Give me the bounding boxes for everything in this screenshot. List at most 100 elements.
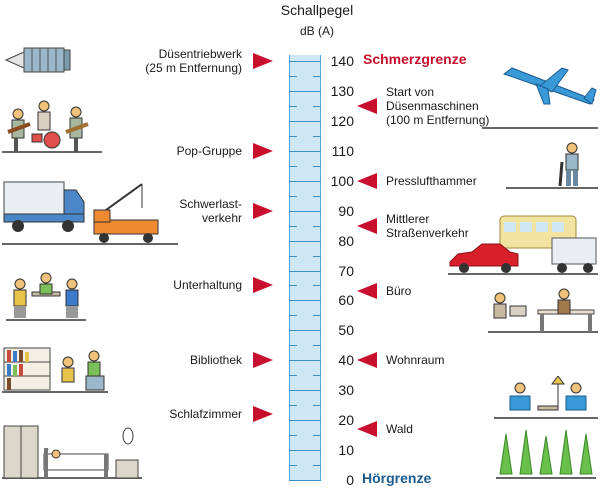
- scale-minor-tick: [313, 285, 321, 287]
- scale-tick: [289, 330, 321, 332]
- scale-minor-tick: [289, 75, 297, 77]
- scale-bar: [289, 55, 321, 480]
- scale-tick: [289, 300, 321, 302]
- scale-minor-tick: [313, 435, 321, 437]
- scale-minor-tick: [313, 465, 321, 467]
- chart-title: Schallpegel: [280, 2, 354, 18]
- left-marker: [253, 277, 273, 294]
- scale-tick: [289, 150, 321, 152]
- scale-tick: [289, 480, 321, 481]
- scale-tick: [289, 360, 321, 362]
- scale-minor-tick: [313, 105, 321, 107]
- scale-number: 80: [338, 232, 354, 249]
- right-label: Wohnraum: [386, 353, 445, 368]
- scale-minor-tick: [289, 195, 297, 197]
- scale-number: 90: [338, 202, 354, 219]
- scale-minor-tick: [313, 195, 321, 197]
- scale-number: 40: [338, 352, 354, 369]
- right-marker: [357, 217, 377, 234]
- left-marker: [253, 142, 273, 159]
- ground-line-plane: [482, 126, 598, 130]
- right-label: Mittlerer Straßenverkehr: [386, 211, 469, 240]
- left-label: Schlafzimmer: [169, 407, 242, 422]
- right-label: Büro: [386, 284, 412, 299]
- scale-minor-tick: [289, 165, 297, 167]
- scale-minor-tick: [289, 225, 297, 227]
- right-label: Start von Düsenmaschinen (100 m Entfernu…: [386, 84, 490, 127]
- right-marker: [357, 283, 377, 300]
- hearing-threshold-label: Hörgrenze: [362, 470, 432, 486]
- scale-tick: [289, 180, 321, 182]
- scale-minor-tick: [313, 375, 321, 377]
- library-icon: [2, 346, 108, 394]
- scale-minor-tick: [313, 405, 321, 407]
- scale-minor-tick: [289, 315, 297, 317]
- scale-tick: [289, 210, 321, 212]
- left-marker: [253, 202, 273, 219]
- scale-tick: [289, 120, 321, 122]
- band-icon: [2, 96, 102, 154]
- scale-tick: [289, 240, 321, 242]
- right-label: Presslufthammer: [386, 173, 477, 188]
- scale-tick: [289, 61, 321, 62]
- left-marker: [253, 352, 273, 369]
- scale-minor-tick: [313, 165, 321, 167]
- right-marker: [357, 172, 377, 189]
- scale-minor-tick: [289, 375, 297, 377]
- scale-number: 50: [338, 322, 354, 339]
- scale-minor-tick: [313, 345, 321, 347]
- scale-number: 140: [330, 53, 354, 69]
- scale-tick: [289, 450, 321, 452]
- left-marker: [253, 406, 273, 423]
- scale-minor-tick: [313, 225, 321, 227]
- scale-number: 130: [330, 82, 354, 99]
- jackhammer-icon: [506, 142, 598, 190]
- traffic-icon: [448, 214, 598, 276]
- scale-minor-tick: [289, 405, 297, 407]
- scale-minor-tick: [289, 135, 297, 137]
- right-label: Wald: [386, 422, 413, 437]
- scale-number: 110: [331, 142, 354, 159]
- left-label: Pop-Gruppe: [176, 143, 242, 158]
- scale-number: 30: [338, 382, 354, 399]
- office-icon: [488, 288, 598, 334]
- left-label: Schwerlast- verkehr: [179, 196, 242, 225]
- conversation-icon: [6, 270, 86, 322]
- scale-number: 10: [338, 442, 354, 459]
- scale-minor-tick: [289, 465, 297, 467]
- pain-threshold-label: Schmerzgrenze: [363, 51, 467, 67]
- airplane-icon: [500, 64, 598, 112]
- scale-minor-tick: [313, 135, 321, 137]
- scale-minor-tick: [313, 315, 321, 317]
- left-label: Unterhaltung: [173, 278, 242, 293]
- scale-number: 20: [338, 412, 354, 429]
- forest-icon: [496, 428, 596, 480]
- scale-tick: [289, 90, 321, 92]
- living-room-icon: [494, 376, 598, 420]
- scale-number: 120: [330, 112, 354, 129]
- left-marker: [253, 53, 273, 69]
- scale-number: 60: [338, 292, 354, 309]
- unit-label: dB (A): [299, 24, 334, 38]
- scale-minor-tick: [289, 345, 297, 347]
- left-label: Düsentriebwerk (25 m Entfernung): [145, 47, 242, 75]
- right-marker: [357, 421, 377, 438]
- left-label: Bibliothek: [189, 353, 242, 368]
- scale-minor-tick: [289, 285, 297, 287]
- scale-number: 70: [338, 262, 354, 279]
- jet-engine-icon: [4, 42, 72, 78]
- scale-minor-tick: [313, 75, 321, 77]
- scale-tick: [289, 270, 321, 272]
- scale-number: 0: [346, 472, 354, 488]
- right-marker: [357, 352, 377, 369]
- scale-minor-tick: [313, 255, 321, 257]
- scale-tick: [289, 390, 321, 392]
- truck-crane-icon: [2, 180, 180, 246]
- scale-number: 100: [330, 172, 354, 189]
- right-marker: [357, 97, 377, 114]
- scale-minor-tick: [289, 435, 297, 437]
- scale-minor-tick: [289, 255, 297, 257]
- bedroom-icon: [2, 424, 142, 480]
- scale-tick: [289, 420, 321, 422]
- scale-minor-tick: [289, 105, 297, 107]
